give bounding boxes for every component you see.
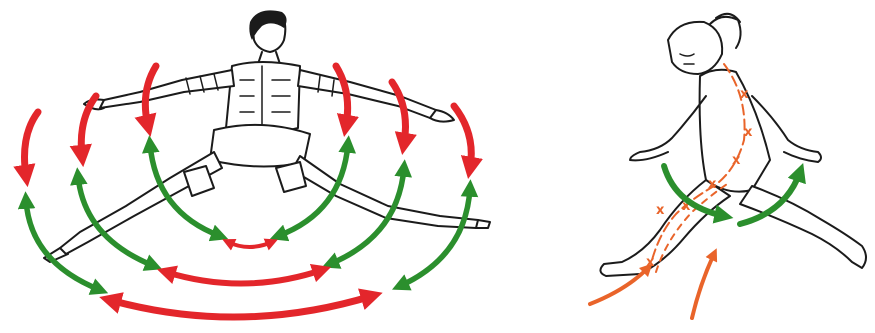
red-bottom-arcs-group	[110, 242, 372, 317]
green-arc-outer-right	[400, 188, 470, 286]
spine-marker: x	[740, 87, 749, 102]
red-arc-large	[110, 296, 372, 317]
dancer-figure	[44, 10, 490, 262]
spine-marker: x	[732, 153, 741, 168]
red-arc-medium	[166, 270, 322, 284]
runner-figure	[600, 14, 866, 276]
down-arrow-2	[81, 96, 96, 156]
down-arrow-4	[336, 66, 348, 126]
red-arc-small	[228, 242, 272, 247]
push-arrow-right	[692, 254, 714, 318]
spine-marker: x	[708, 177, 717, 192]
down-arrow-1	[25, 112, 39, 176]
down-arrow-6	[454, 106, 471, 168]
spine-marker: x	[656, 203, 665, 218]
down-arrow-5	[392, 82, 406, 144]
spine-marker: x	[744, 125, 753, 140]
